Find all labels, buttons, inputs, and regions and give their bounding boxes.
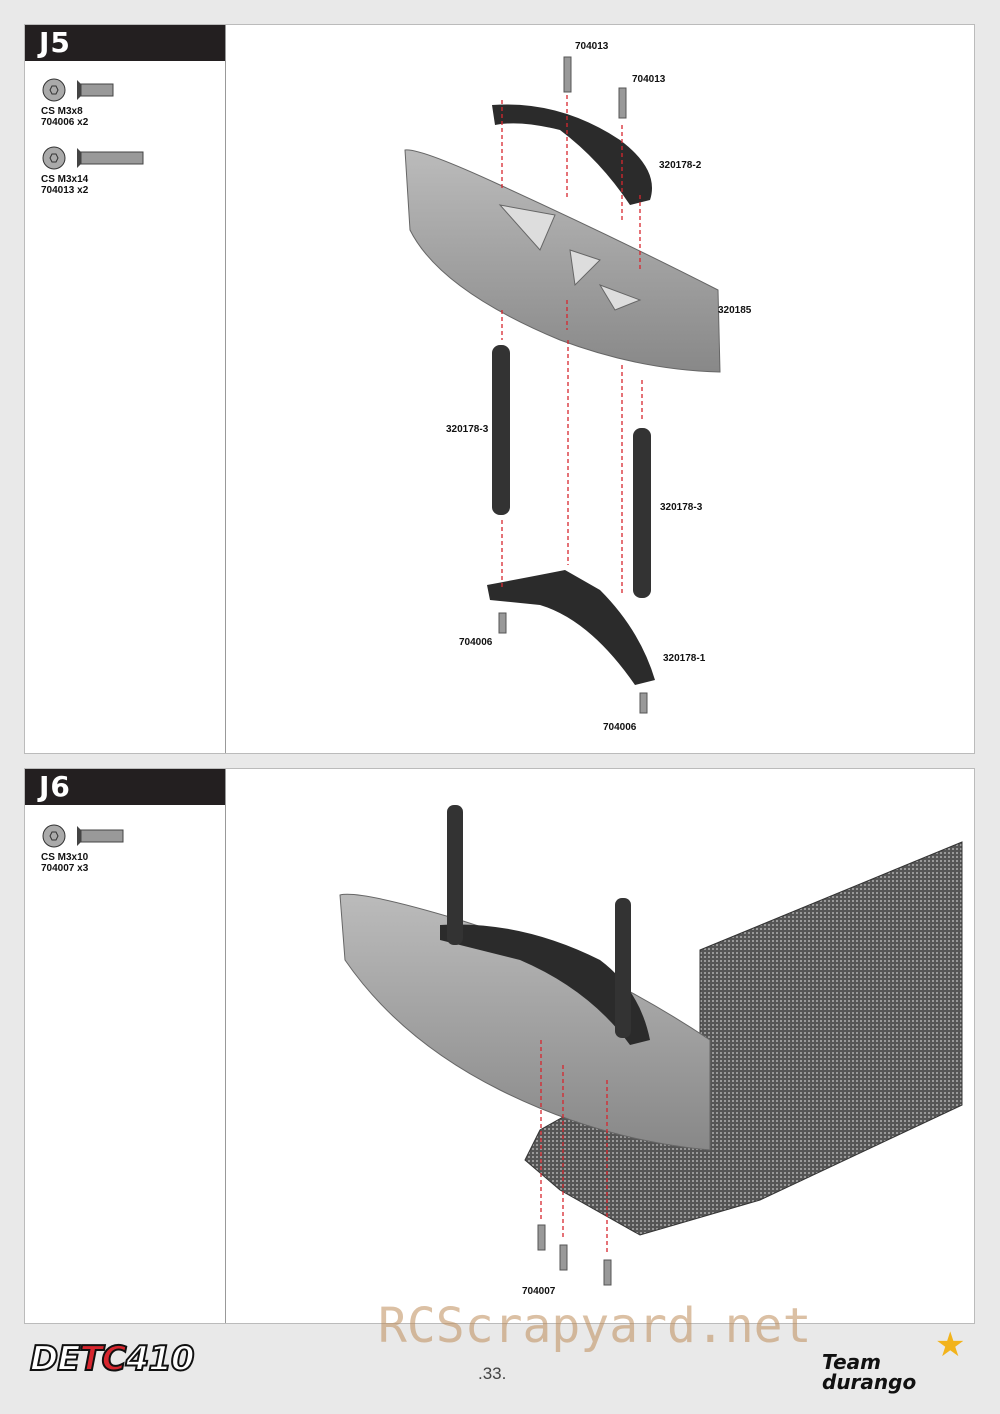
bumper-assembled: [339, 805, 711, 1151]
parts-sidebar: J5 CS M3x8 704006 x2 CS M3x14 704013 x2: [25, 25, 226, 753]
screws: [498, 56, 648, 714]
part-label: 320178-3: [660, 502, 703, 513]
part-label: 704013: [575, 41, 609, 52]
part-label: 320185: [718, 305, 752, 316]
parts-sidebar: J6 CS M3x10 704007 x3: [25, 769, 226, 1323]
part-label: 704006: [459, 637, 493, 648]
upper-mount-320178-2: [492, 104, 652, 205]
part-name: CS M3x14: [41, 174, 89, 185]
part-label: 704013: [632, 74, 666, 85]
part-code: 704013 x2: [41, 185, 89, 196]
step-header: J5: [25, 25, 225, 61]
screw-icon: [42, 146, 144, 170]
screw-icon: [42, 824, 124, 848]
part-label: 320178-2: [659, 160, 702, 171]
part-label: 320178-3: [446, 424, 489, 435]
assembly-arrows: [501, 95, 643, 595]
lower-mount-320178-1: [487, 570, 655, 685]
detc410-logo: DETC410: [29, 1339, 196, 1379]
part-code: 704007 x3: [41, 863, 89, 874]
watermark: RCScrapyard.net: [378, 1298, 812, 1354]
part-code: 704006 x2: [41, 117, 89, 128]
step-header: J6: [25, 769, 225, 805]
part-name: CS M3x10: [41, 852, 89, 863]
posts-320178-3: [492, 345, 651, 598]
bumper-320185: [404, 149, 721, 373]
screw-icon: [42, 78, 114, 102]
assembly-arrows: [540, 1040, 608, 1255]
page-number: .33.: [478, 1364, 507, 1383]
part-label: 320178-1: [663, 653, 706, 664]
screws: [537, 1224, 612, 1286]
part-item: CS M3x8 704006 x2: [41, 77, 121, 128]
part-item: CS M3x14 704013 x2: [41, 145, 151, 196]
part-item: CS M3x10 704007 x3: [41, 823, 131, 874]
star-icon: ★: [935, 1326, 966, 1364]
part-name: CS M3x8: [41, 106, 83, 117]
part-label: 704007: [522, 1286, 556, 1297]
part-label: 704006: [603, 722, 637, 733]
